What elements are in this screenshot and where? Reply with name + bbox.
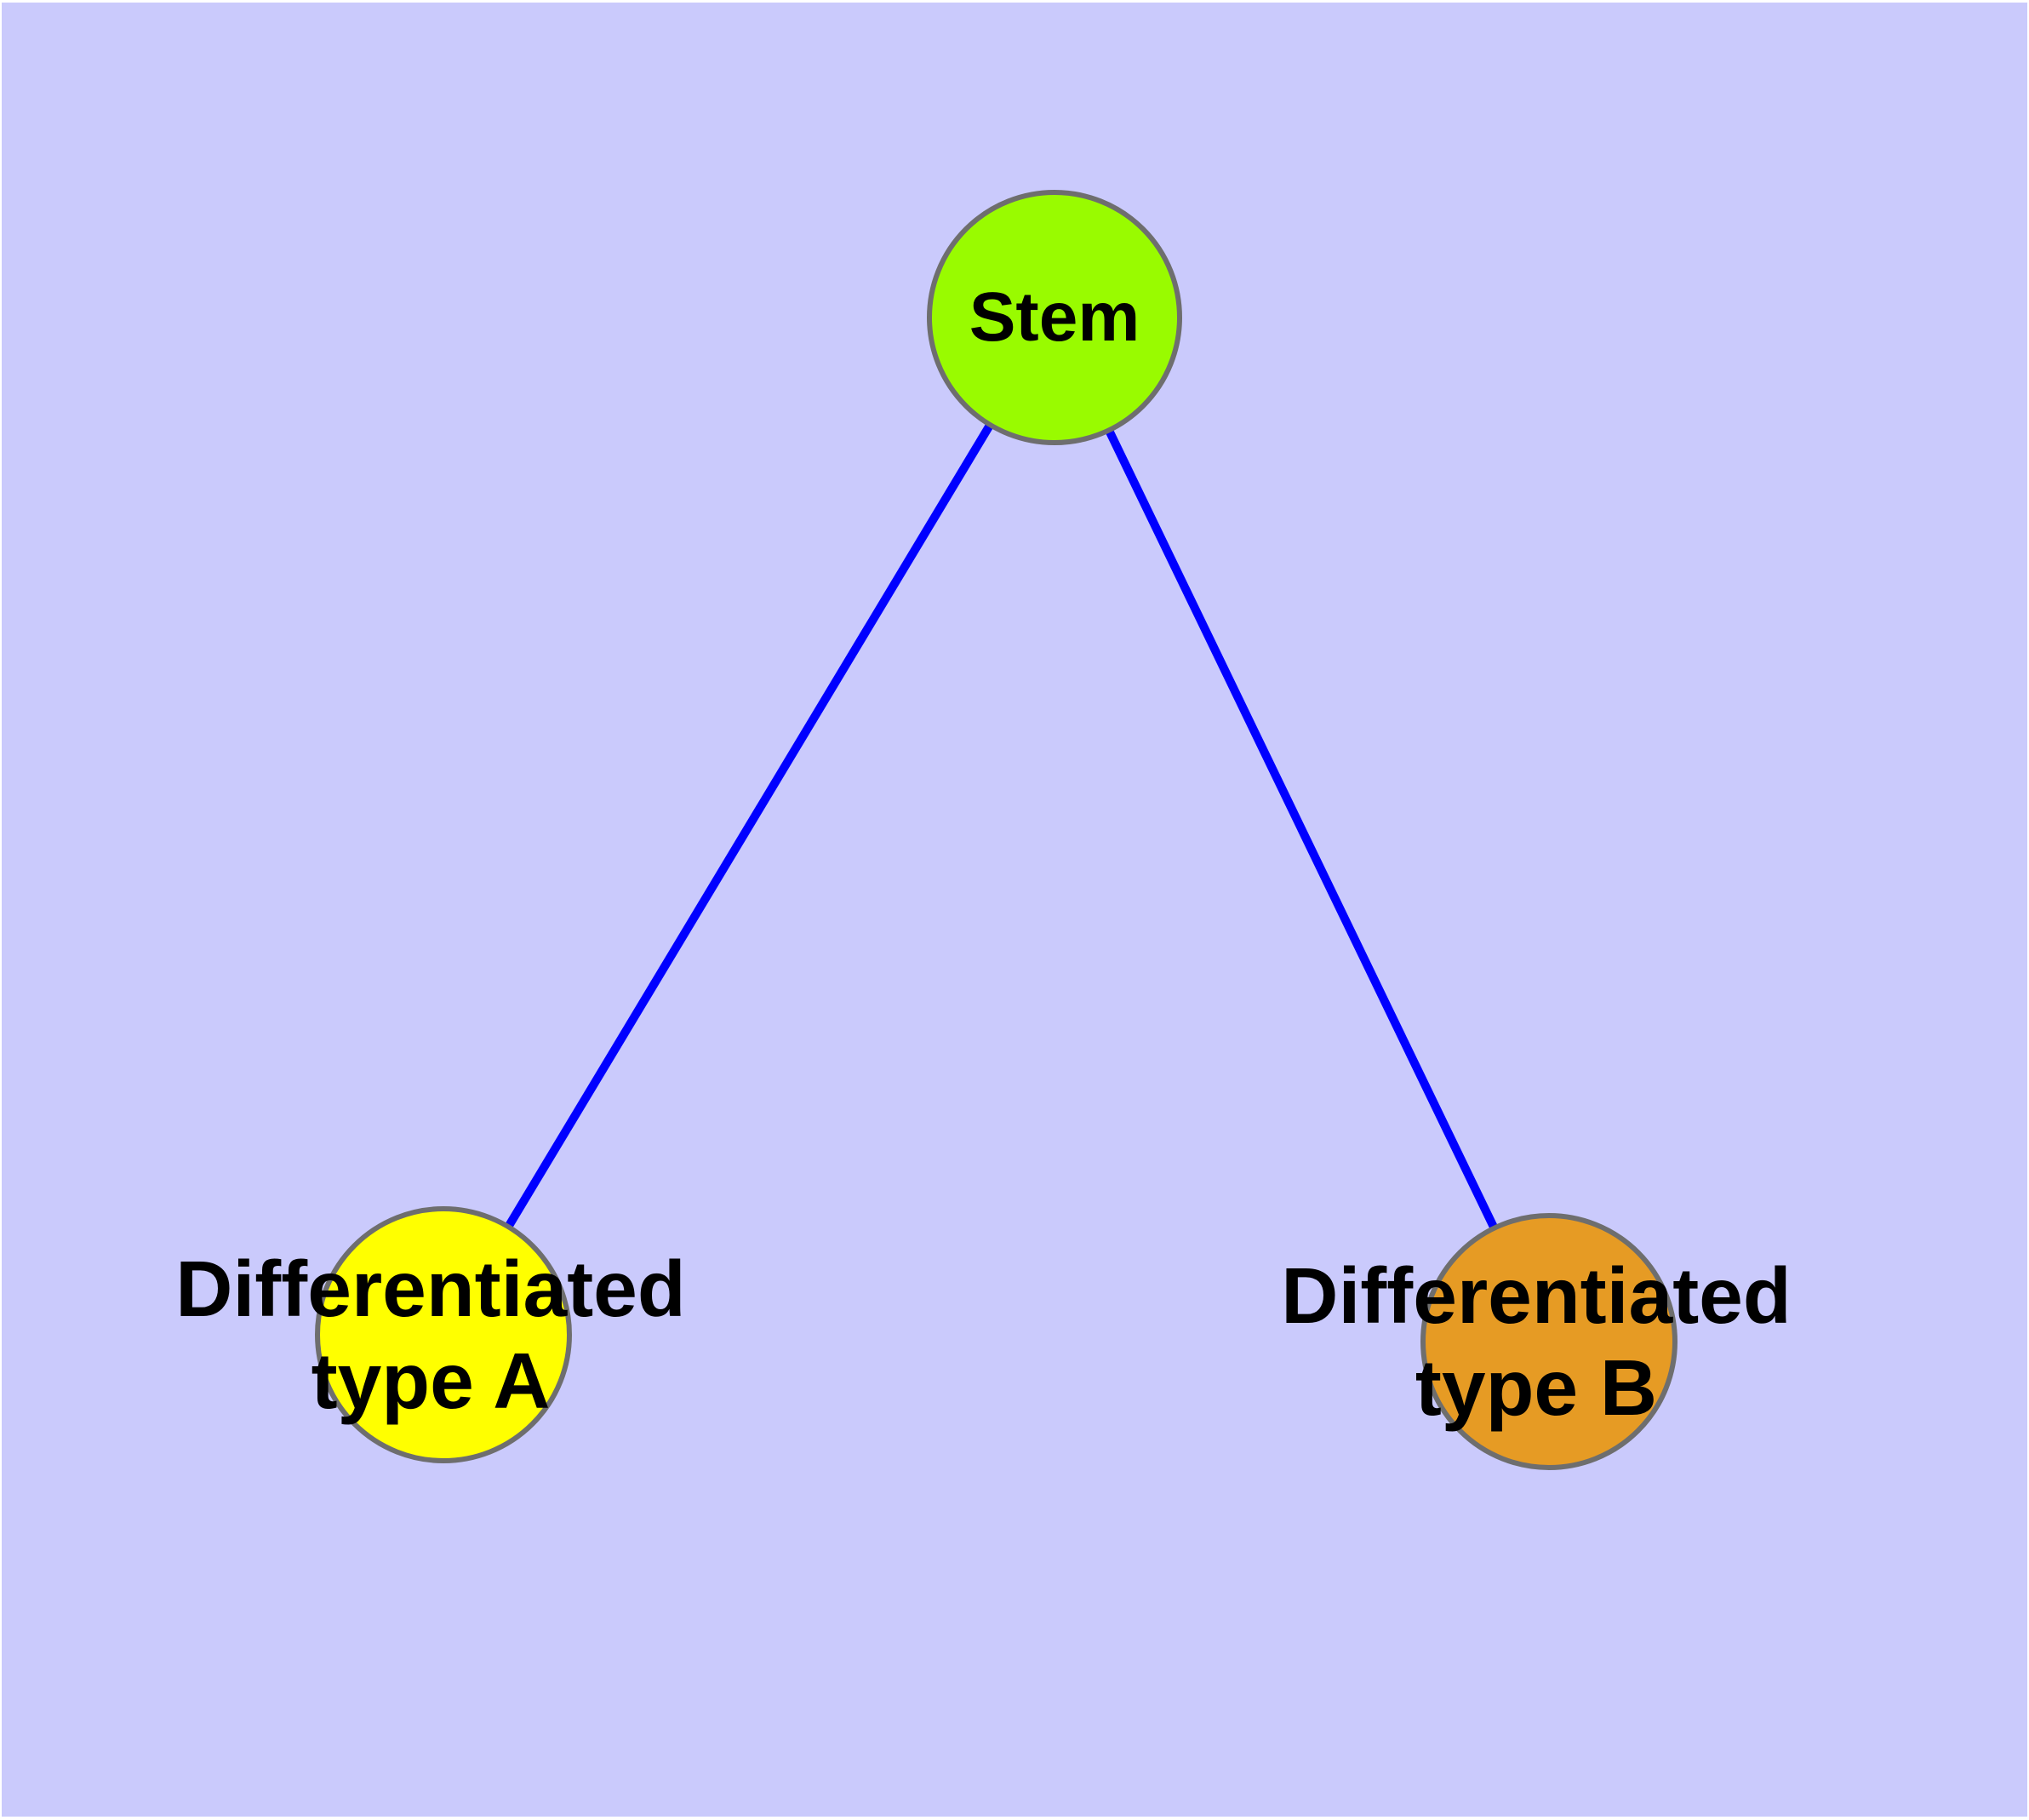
edge-stem-to-type-b — [1050, 315, 1553, 1344]
node-type-b-label-line: type B — [1415, 1343, 1658, 1432]
node-type-b-label: Differentiated type B — [1111, 1250, 1962, 1434]
node-stem-label-line: Stem — [969, 278, 1140, 356]
graph-canvas: Stem Differentiated type A Differentiate… — [2, 3, 2027, 1817]
edge-stem-to-type-a — [439, 315, 1059, 1337]
node-type-b-label-line: Differentiated — [1281, 1251, 1792, 1340]
node-type-a-label-line: type A — [311, 1336, 551, 1425]
node-stem-label: Stem — [629, 277, 1480, 358]
edge-layer — [439, 315, 1553, 1344]
node-stem-circle — [927, 190, 1182, 445]
node-type-a-label: Differentiated type A — [5, 1243, 856, 1427]
node-type-b-circle — [1420, 1213, 1677, 1470]
node-type-a-circle — [315, 1206, 572, 1463]
node-type-a-label-line: Differentiated — [175, 1245, 686, 1333]
